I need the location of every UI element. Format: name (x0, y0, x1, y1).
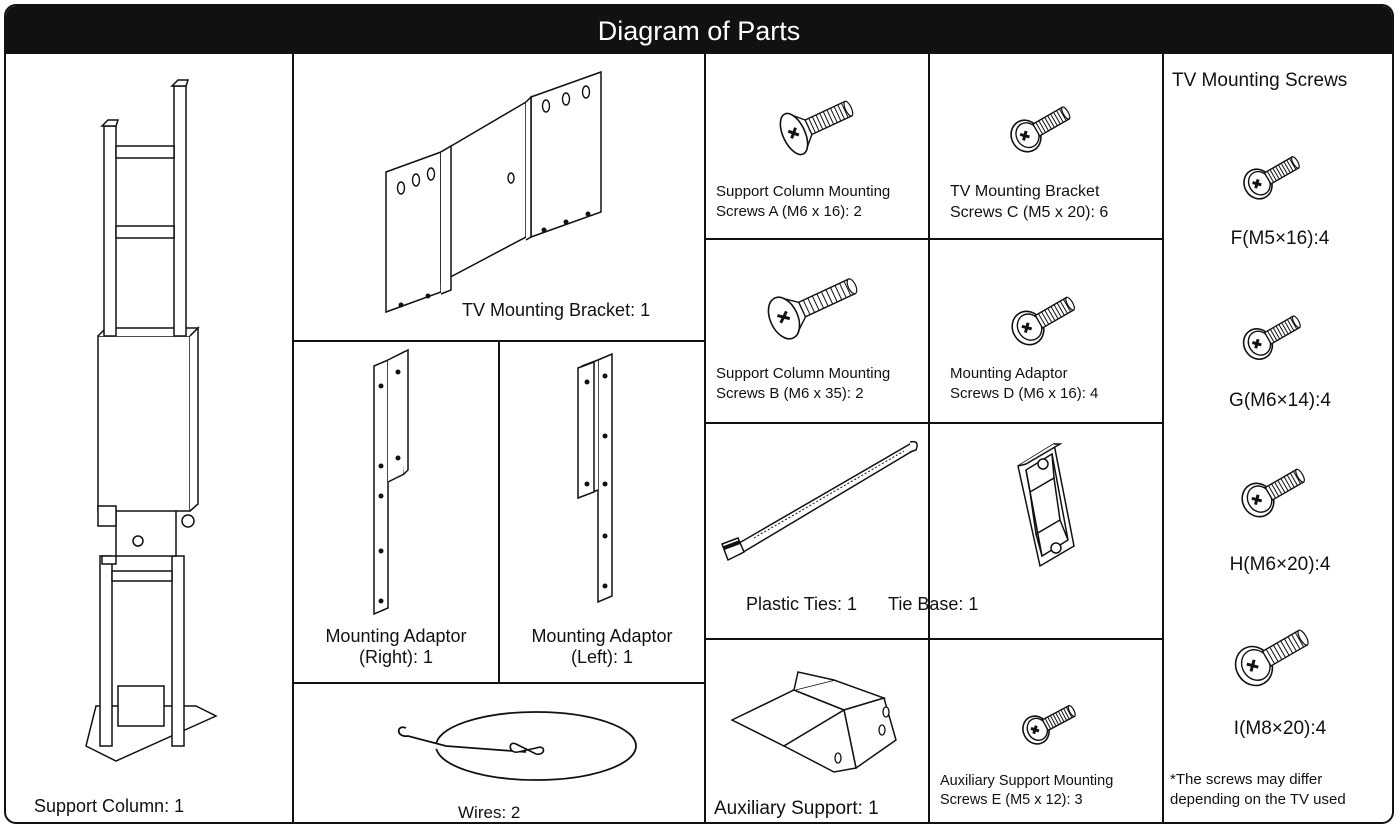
tv-screws-note-line1: *The screws may differ (1170, 771, 1323, 788)
divider (292, 54, 294, 822)
screw-g-label: G(M6×14):4 (1229, 390, 1331, 411)
screw-h-illustration (1234, 458, 1313, 524)
screw-c-label: TV Mounting Bracket Screws C (M5 x 20): … (950, 182, 1108, 224)
wires-label: Wires: 2 (458, 803, 521, 822)
screw-a-label-line2: Screws A (M6 x 16): 2 (716, 202, 862, 220)
screw-b-label: Support Column Mounting Screws B (M6 x 3… (716, 364, 890, 403)
tv-screws-heading: TV Mounting Screws (1172, 70, 1348, 91)
screw-a-illustration (773, 85, 862, 161)
screw-b-label-line1: Support Column Mounting (716, 365, 891, 382)
auxiliary-support-illustration (724, 650, 914, 780)
wires-illustration (386, 696, 646, 796)
screw-d-label-line2: Screws D (M6 x 16): 4 (950, 384, 1099, 402)
screw-e-illustration (1016, 696, 1082, 750)
support-column-label: Support Column: 1 (34, 796, 185, 816)
plastic-tie-illustration (714, 434, 924, 564)
screw-d-label-line1: Mounting Adaptor (950, 365, 1068, 382)
screw-c-label-line2: Screws C (M5 x 20): 6 (950, 203, 1109, 221)
screw-e-label-line1: Auxiliary Support Mounting (940, 773, 1114, 789)
divider (292, 340, 704, 342)
divider (704, 54, 706, 822)
screw-c-illustration (1004, 96, 1078, 159)
screw-g-illustration (1236, 305, 1308, 366)
screw-e-label: Auxiliary Support Mounting Screws E (M5 … (940, 772, 1113, 810)
screw-f-label: F(M5×16):4 (1230, 228, 1330, 249)
mounting-adaptor-right-label-line2: (Right): 1 (358, 647, 434, 668)
screw-h-label: H(M6×20):4 (1229, 554, 1331, 575)
tv-screws-note-line2: depending on the TV used (1170, 790, 1346, 808)
screw-a-label: Support Column Mounting Screws A (M6 x 1… (716, 182, 890, 221)
screw-i-label: I(M8×20):4 (1233, 718, 1327, 739)
mounting-adaptor-left-label-line2: (Left): 1 (570, 647, 634, 668)
screw-d-label: Mounting Adaptor Screws D (M6 x 16): 4 (950, 364, 1098, 403)
divider (292, 682, 704, 684)
support-column-illustration (76, 66, 236, 766)
tv-mounting-bracket-label: TV Mounting Bracket: 1 (462, 300, 651, 320)
divider (498, 340, 500, 682)
screw-f-illustration (1237, 146, 1307, 206)
mounting-adaptor-left-label-line1: Mounting Adaptor (531, 626, 673, 646)
screw-c-label-line1: TV Mounting Bracket (950, 183, 1100, 200)
tie-base-illustration (996, 436, 1096, 576)
divider (704, 422, 1162, 424)
divider (928, 54, 930, 822)
mounting-adaptor-right-label-line1: Mounting Adaptor (325, 626, 467, 646)
mounting-adaptor-right-label: Mounting Adaptor (Right): 1 (294, 626, 498, 668)
plastic-ties-label: Plastic Ties: 1 (746, 594, 858, 614)
screw-e-label-line2: Screws E (M5 x 12): 3 (940, 791, 1083, 808)
mounting-adaptor-left-illustration (564, 346, 634, 616)
parts-diagram-frame: Diagram of Parts (4, 4, 1394, 824)
divider (704, 638, 1162, 640)
screw-a-label-line1: Support Column Mounting (716, 183, 891, 200)
divider (704, 238, 1162, 240)
divider (1162, 54, 1164, 822)
tie-base-label: Tie Base: 1 (888, 594, 979, 614)
screw-i-illustration (1226, 617, 1318, 694)
diagram-title: Diagram of Parts (6, 6, 1392, 54)
mounting-adaptor-right-illustration (356, 346, 426, 626)
screw-b-illustration (760, 262, 867, 346)
tv-screws-note: *The screws may differ depending on the … (1170, 770, 1346, 809)
auxiliary-support-label: Auxiliary Support: 1 (714, 798, 879, 819)
screw-b-label-line2: Screws B (M6 x 35): 2 (716, 384, 864, 402)
mounting-adaptor-left-label: Mounting Adaptor (Left): 1 (500, 626, 704, 668)
screw-d-illustration (1004, 286, 1083, 352)
tv-mounting-bracket-illustration (376, 62, 636, 322)
